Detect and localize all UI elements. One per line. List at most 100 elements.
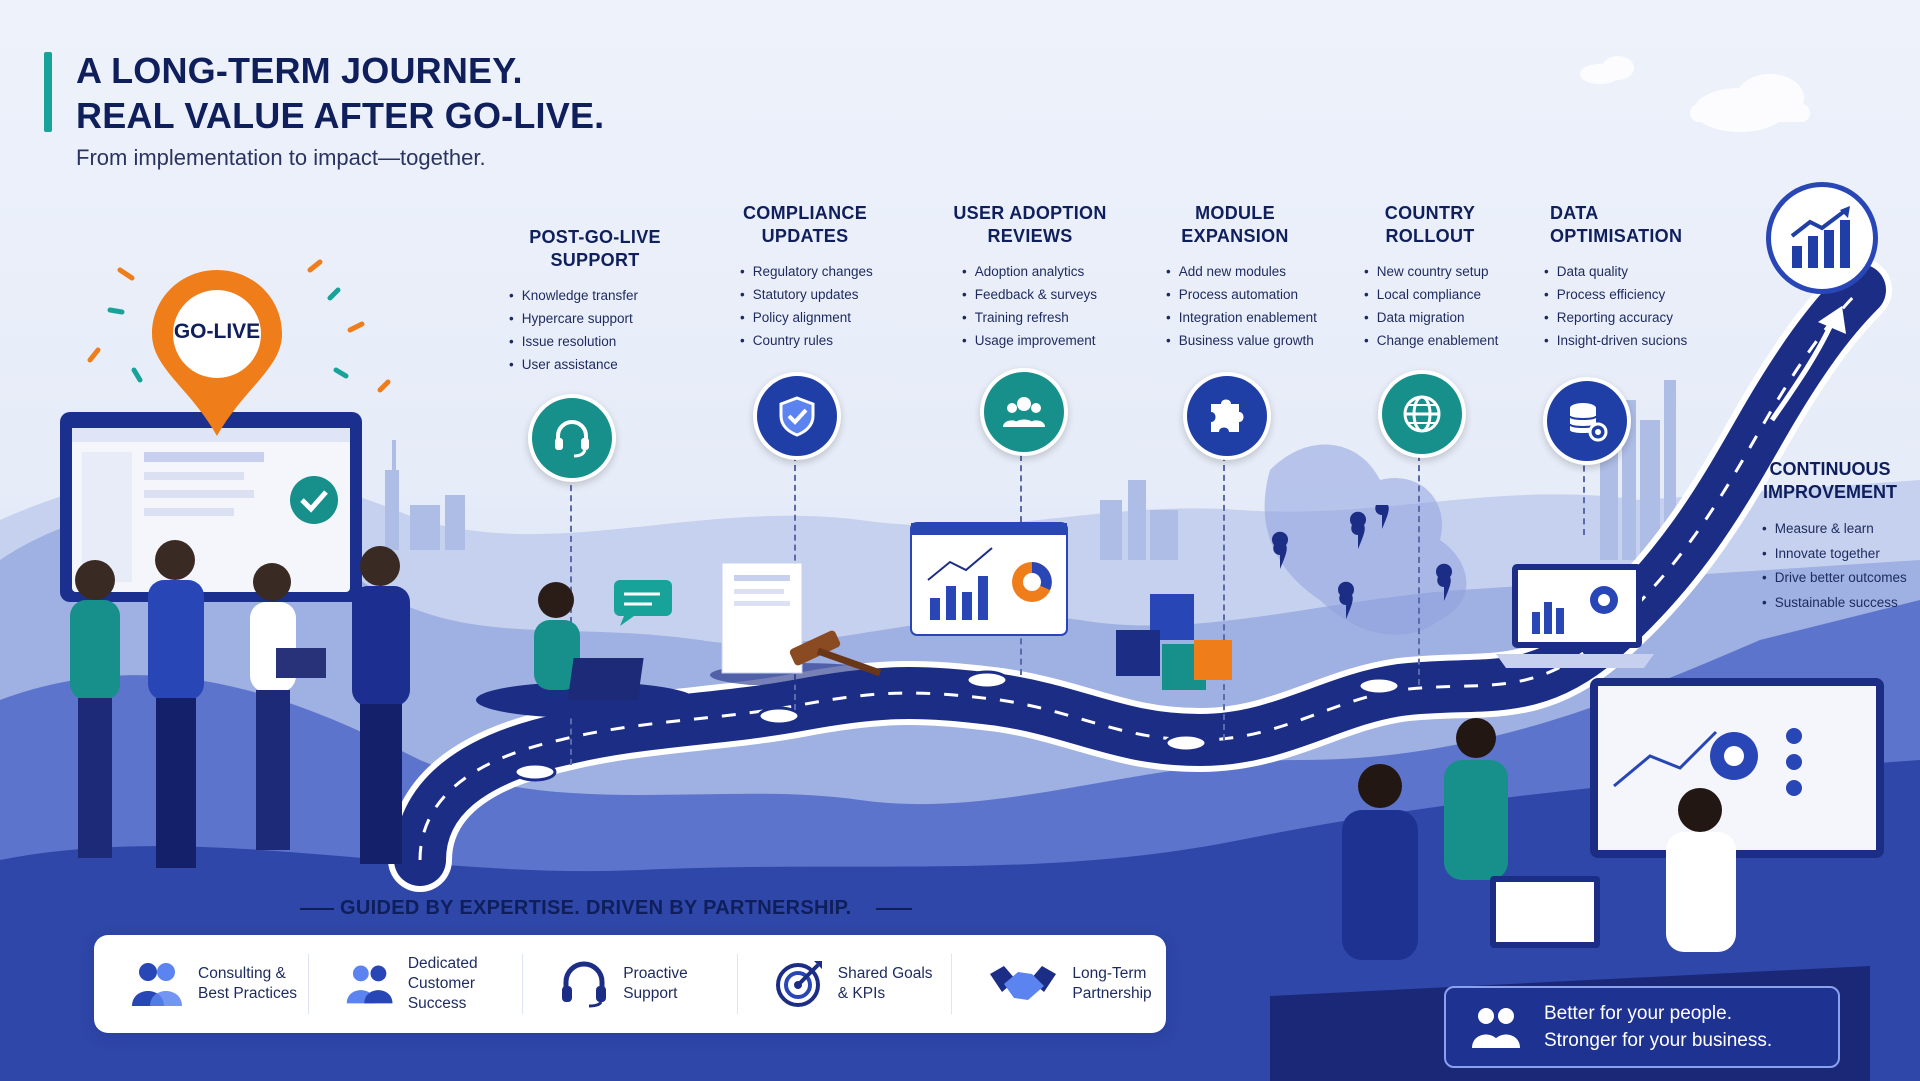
stage-title: POST-GO-LIVE SUPPORT xyxy=(529,227,661,270)
list-item: New country setup xyxy=(1364,260,1500,283)
list-item: Business value growth xyxy=(1166,329,1314,352)
handshake-icon xyxy=(990,966,1057,1000)
confetti xyxy=(87,259,391,393)
feature-label: Long-Term Partnership xyxy=(1072,965,1152,1002)
tagline-box: Better for your people. Stronger for you… xyxy=(1444,986,1840,1068)
golive-monitor xyxy=(60,412,362,602)
list-item: Regulatory changes xyxy=(740,260,880,283)
list-item: Adoption analytics xyxy=(962,260,1110,283)
list-item: Training refresh xyxy=(962,306,1110,329)
list-item: Issue resolution xyxy=(509,330,685,353)
list-item: Process automation xyxy=(1166,283,1310,306)
stage-title: COMPLIANCE UPDATES xyxy=(743,203,867,246)
list-item: Data quality xyxy=(1544,260,1698,283)
feature-proactive-support: Proactive Support xyxy=(523,954,738,1014)
guided-divider-right xyxy=(876,908,912,910)
stage-node-compliance[interactable] xyxy=(753,372,841,460)
stage-country-rollout: COUNTRY ROLLOUT New country setup Local … xyxy=(1360,202,1500,352)
database-gear-icon xyxy=(1569,403,1608,442)
feature-consulting: Consulting & Best Practices xyxy=(94,954,309,1014)
continuous-improvement-list: Measure & learn Innovate together Drive … xyxy=(1762,517,1907,615)
globe-icon xyxy=(1403,395,1441,433)
stage-post-go-live-support: POST-GO-LIVE SUPPORT Knowledge transfer … xyxy=(505,226,685,376)
stage-title: COUNTRY ROLLOUT xyxy=(1384,203,1476,246)
stage-user-adoption-reviews: USER ADOPTION REVIEWS Adoption analytics… xyxy=(950,202,1110,352)
list-item: Local compliance xyxy=(1364,283,1500,306)
clouds xyxy=(1580,56,1810,132)
list-item: Knowledge transfer xyxy=(509,284,685,307)
list-item: Hypercare support xyxy=(509,307,685,330)
stage-data-optimisation: DATA OPTIMISATION Data quality Process e… xyxy=(1538,202,1698,352)
list-item: Reporting accuracy xyxy=(1544,306,1698,329)
feature-label: Consulting & Best Practices xyxy=(198,965,298,1002)
chat-bubble-icon xyxy=(614,580,672,626)
asia-map xyxy=(1264,444,1467,635)
laptop-report-illustration xyxy=(1496,564,1654,668)
stage-compliance-updates: COMPLIANCE UPDATES Regulatory changes St… xyxy=(730,202,880,352)
stage-list: New country setup Local compliance Data … xyxy=(1364,260,1500,352)
list-item: Data migration xyxy=(1364,306,1500,329)
list-item: Usage improvement xyxy=(962,329,1110,352)
stage-node-modules[interactable] xyxy=(1183,372,1271,460)
stage-list: Data quality Process efficiency Reportin… xyxy=(1544,260,1698,352)
stage-node-rollout[interactable] xyxy=(1378,370,1466,458)
stage-stem-4 xyxy=(1223,455,1225,740)
stage-stem-6 xyxy=(1583,455,1585,535)
stage-title: MODULE EXPANSION xyxy=(1181,203,1289,246)
list-item: Sustainable success xyxy=(1762,591,1907,616)
continuous-improvement-title: CONTINUOUS IMPROVEMENT xyxy=(1762,459,1897,502)
list-item: Insight-driven sucions xyxy=(1544,329,1698,352)
stage-module-expansion: MODULE EXPANSION Add new modules Process… xyxy=(1160,202,1317,352)
features-strip: Consulting & Best Practices Dedicated Cu… xyxy=(94,935,1166,1033)
city-skyline xyxy=(385,380,1676,560)
golive-label: GO-LIVE xyxy=(173,320,261,343)
list-item: Innovate together xyxy=(1762,542,1907,567)
shield-check-icon xyxy=(779,396,815,437)
road-waypoints xyxy=(513,670,1401,782)
page-subtitle: From implementation to impact—together. xyxy=(76,145,486,170)
people-icon xyxy=(1472,1008,1520,1048)
stage-node-support[interactable] xyxy=(528,394,616,482)
headphones-icon xyxy=(562,961,607,1008)
documents-gavel-illustration xyxy=(710,562,890,685)
stage-title: DATA OPTIMISATION xyxy=(1550,203,1683,246)
stage-title: USER ADOPTION REVIEWS xyxy=(953,203,1107,246)
title-accent-bar xyxy=(44,52,52,132)
list-item: User assistance xyxy=(509,353,685,376)
feature-shared-goals: Shared Goals & KPIs xyxy=(738,954,953,1014)
guided-tagline: GUIDED BY EXPERTISE. DRIVEN BY PARTNERSH… xyxy=(340,897,852,919)
puzzle-icon xyxy=(1211,399,1244,432)
stage-list: Knowledge transfer Hypercare support Iss… xyxy=(509,284,685,376)
support-agent-illustration xyxy=(476,582,696,718)
list-item: Drive better outcomes xyxy=(1762,566,1907,591)
stage-stem-5 xyxy=(1418,455,1420,685)
stage-list: Adoption analytics Feedback & surveys Tr… xyxy=(962,260,1110,352)
list-item: Add new modules xyxy=(1166,260,1310,283)
users-icon xyxy=(1003,397,1045,427)
headset-icon xyxy=(555,420,589,458)
title-line-2: REAL VALUE AFTER GO-LIVE. xyxy=(76,95,605,136)
map-pins xyxy=(1272,505,1452,619)
team-icon xyxy=(346,965,393,1004)
feature-label: Proactive Support xyxy=(623,965,688,1002)
list-item: Integration enablement xyxy=(1166,306,1317,329)
page-title: A LONG-TERM JOURNEY. REAL VALUE AFTER GO… xyxy=(76,48,604,138)
list-item: Country rules xyxy=(740,329,880,352)
module-cubes-illustration xyxy=(1116,594,1232,690)
golive-pin-icon xyxy=(152,270,282,436)
feature-label: Dedicated Customer Success xyxy=(407,955,478,1012)
stage-list: Add new modules Process automation Integ… xyxy=(1166,260,1317,352)
list-item: Feedback & surveys xyxy=(962,283,1110,306)
list-item: Statutory updates xyxy=(740,283,880,306)
stage-node-adoption[interactable] xyxy=(980,368,1068,456)
stage-node-data[interactable] xyxy=(1543,377,1631,465)
list-item: Policy alignment xyxy=(740,306,880,329)
bar-chart-up-icon xyxy=(1790,206,1850,268)
list-item: Process efficiency xyxy=(1544,283,1698,306)
consulting-icon xyxy=(132,963,182,1006)
guided-divider-left xyxy=(300,908,334,910)
stage-list: Regulatory changes Statutory updates Pol… xyxy=(740,260,880,352)
feature-label: Shared Goals & KPIs xyxy=(837,965,933,1002)
tagline-text: Better for your people. Stronger for you… xyxy=(1544,1003,1773,1051)
list-item: Measure & learn xyxy=(1762,517,1907,542)
